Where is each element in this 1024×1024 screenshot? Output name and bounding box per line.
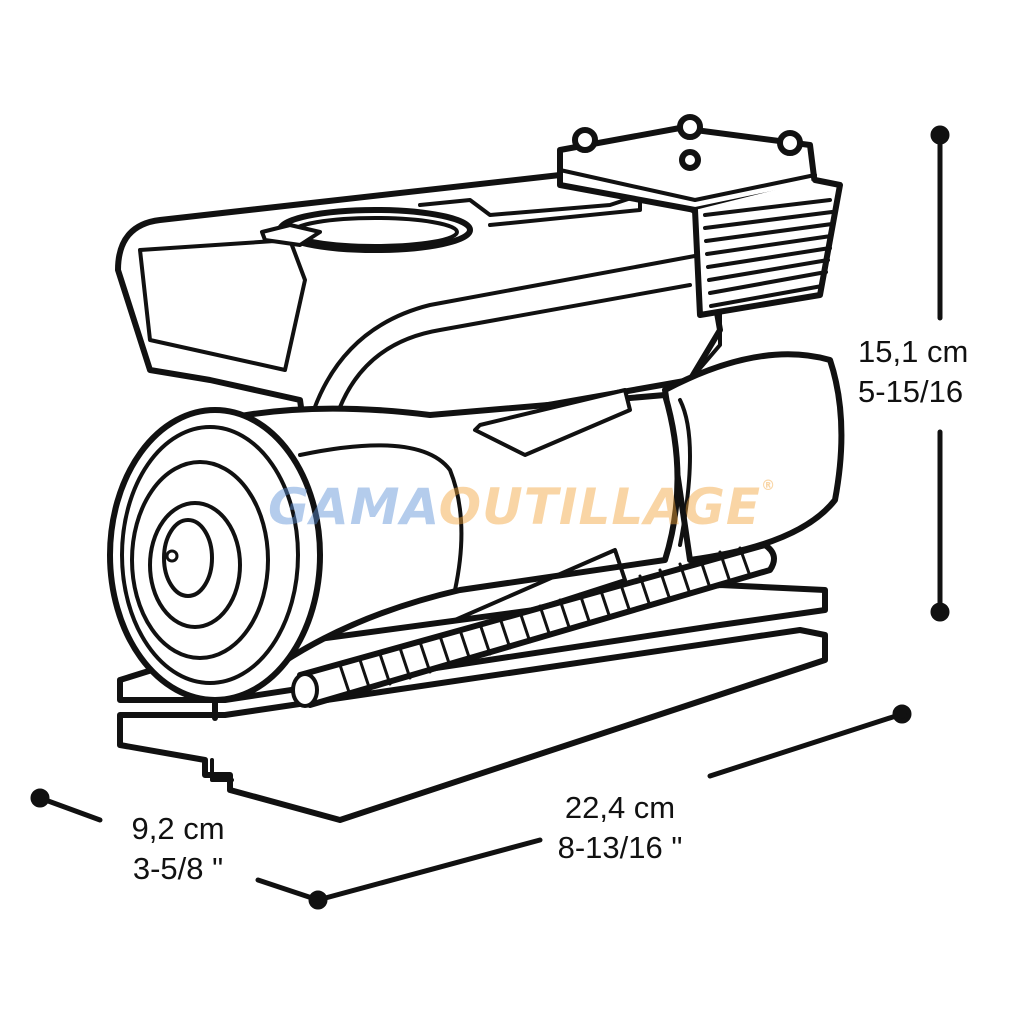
height-imperial: 5-15/16 xyxy=(858,374,964,409)
depth-endpoint xyxy=(30,788,50,808)
length-metric: 22,4 cm xyxy=(564,790,676,825)
length-endpoint-right xyxy=(892,704,912,724)
coiled-hose xyxy=(291,542,777,708)
height-dimension-label: 15,1 cm 5-15/16 xyxy=(858,332,968,412)
depth-line-lower xyxy=(255,877,321,903)
tank-right xyxy=(662,351,845,563)
depth-metric: 9,2 cm xyxy=(131,811,225,846)
length-line-upper xyxy=(707,711,905,779)
depth-line-upper xyxy=(37,795,103,823)
watermark-logo: GAMAOUTILLAGE® xyxy=(268,478,776,536)
top-dial xyxy=(260,193,642,253)
length-line-lower xyxy=(315,837,543,903)
watermark-registered-mark: ® xyxy=(761,478,777,494)
height-endpoint-bottom xyxy=(930,602,950,622)
depth-dimension-label: 9,2 cm 3-5/8 " xyxy=(118,809,238,889)
motor-head xyxy=(557,114,843,318)
depth-imperial: 3-5/8 " xyxy=(132,851,224,886)
height-endpoint-top xyxy=(930,125,950,145)
dimension-lines xyxy=(30,125,950,910)
cooling-fins xyxy=(703,198,834,308)
watermark-part-b: OUTILLAGE xyxy=(438,478,762,536)
tank-end-cap xyxy=(107,407,323,703)
watermark-part-a: GAMA xyxy=(268,478,439,536)
tank-main xyxy=(217,388,681,693)
length-imperial: 8-13/16 " xyxy=(557,830,683,865)
height-metric: 15,1 cm xyxy=(858,334,969,369)
length-dimension-label: 22,4 cm 8-13/16 " xyxy=(540,788,700,868)
